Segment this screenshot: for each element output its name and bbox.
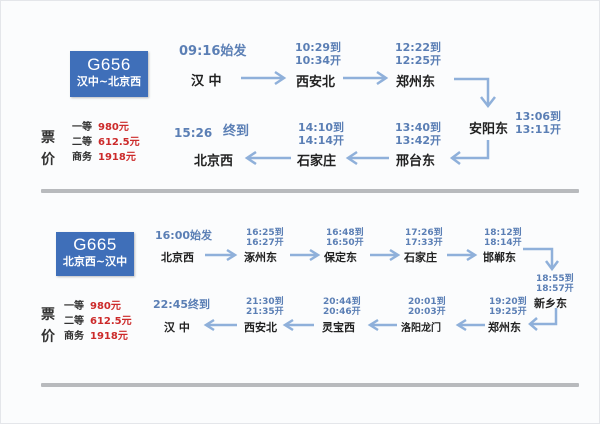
station-hanzhong: 汉 中 — [164, 321, 190, 334]
departure-time: 16:00始发 — [155, 229, 213, 242]
station-anyangdong: 安阳东 — [469, 122, 509, 137]
station-beijingxi: 北京西 — [194, 154, 234, 169]
arrive-time: 14:10到 — [298, 121, 345, 134]
station-zhengzhoudong: 郑州东 — [488, 321, 521, 334]
arrive-time: 10:29到 — [295, 41, 342, 54]
depart-time: 18:14开 — [484, 238, 522, 248]
station-baodingdong: 保定东 — [324, 251, 357, 264]
arrival-time: 15:26 — [174, 126, 213, 140]
arrow-left-icon — [203, 318, 237, 332]
depart-time: 20:46开 — [323, 307, 361, 317]
section-divider — [41, 383, 579, 387]
depart-time: 17:33开 — [405, 238, 443, 248]
arrow-left-icon — [455, 318, 485, 332]
train-route: 北京西~汉中 — [62, 255, 128, 268]
arrow-left-icon — [367, 318, 397, 332]
fare-heading: 票 价 — [41, 130, 55, 168]
arrow-right-icon — [343, 70, 389, 86]
fare-heading: 票 价 — [41, 307, 55, 345]
section-divider — [41, 189, 579, 193]
depart-time: 16:50开 — [326, 238, 364, 248]
station-hanzhong: 汉 中 — [191, 74, 222, 89]
station-shijiazhuang: 石家庄 — [404, 251, 437, 264]
arrive-time: 18:55到 — [536, 274, 574, 284]
depart-time: 19:25开 — [489, 307, 527, 317]
train-badge: G665 北京西~汉中 — [56, 232, 134, 276]
arrive-time: 21:30到 — [246, 297, 284, 307]
station-xinxiangdong: 新乡东 — [534, 297, 567, 310]
depart-time: 16:27开 — [246, 238, 284, 248]
arrive-time: 20:01到 — [408, 297, 446, 307]
depart-time: 20:03开 — [408, 307, 446, 317]
station-beijingxi: 北京西 — [161, 251, 194, 264]
train-number: G656 — [87, 55, 131, 74]
arrival-time: 22:45终到 — [153, 298, 211, 311]
arrow-left-icon — [345, 150, 389, 166]
arrive-time: 13:40到 — [395, 121, 442, 134]
arrive-time: 19:20到 — [489, 297, 527, 307]
arrow-turn-down-icon — [523, 247, 559, 272]
depart-time: 12:25开 — [395, 54, 442, 67]
departure-time: 09:16始发 — [179, 44, 247, 59]
arrive-time: 18:12到 — [484, 228, 522, 238]
arrive-time: 16:48到 — [326, 228, 364, 238]
arrow-turn-down-icon — [454, 77, 496, 109]
arrive-time: 20:44到 — [323, 297, 361, 307]
train-route: 汉中~北京西 — [76, 75, 142, 88]
arrow-right-icon — [370, 248, 401, 262]
arrive-time: 12:22到 — [395, 41, 442, 54]
arrow-right-icon — [290, 248, 321, 262]
station-handandong: 邯郸东 — [483, 251, 516, 264]
station-zhengzhoudong: 郑州东 — [396, 75, 436, 90]
arrive-time: 17:26到 — [405, 228, 443, 238]
arrow-right-icon — [241, 70, 287, 86]
station-zhuozhoudong: 涿州东 — [244, 251, 277, 264]
station-lingbaoxi: 灵宝西 — [322, 321, 355, 334]
arrive-time: 16:25到 — [246, 228, 284, 238]
depart-time: 13:11开 — [515, 123, 562, 136]
station-shijiazhuang: 石家庄 — [297, 154, 337, 169]
train-badge: G656 汉中~北京西 — [70, 51, 148, 97]
station-luoyanglongmen: 洛阳龙门 — [401, 323, 441, 334]
depart-time: 21:35开 — [246, 307, 284, 317]
arrive-time: 13:06到 — [515, 110, 562, 123]
station-xianbei: 西安北 — [244, 321, 277, 334]
train-number: G665 — [73, 235, 117, 254]
terminal-label: 终到 — [223, 124, 250, 139]
depart-time: 10:34开 — [295, 54, 342, 67]
arrow-turn-left-icon — [449, 140, 490, 165]
depart-time: 18:57开 — [536, 284, 574, 294]
depart-time: 13:42开 — [395, 134, 442, 147]
arrow-right-icon — [205, 248, 238, 262]
arrow-right-icon — [447, 248, 478, 262]
arrow-left-icon — [244, 150, 291, 166]
arrow-turn-left-icon — [528, 308, 558, 331]
station-xingtaidong: 邢台东 — [396, 154, 436, 169]
station-xianbei: 西安北 — [296, 75, 336, 90]
arrow-left-icon — [282, 318, 314, 332]
depart-time: 14:14开 — [298, 134, 345, 147]
